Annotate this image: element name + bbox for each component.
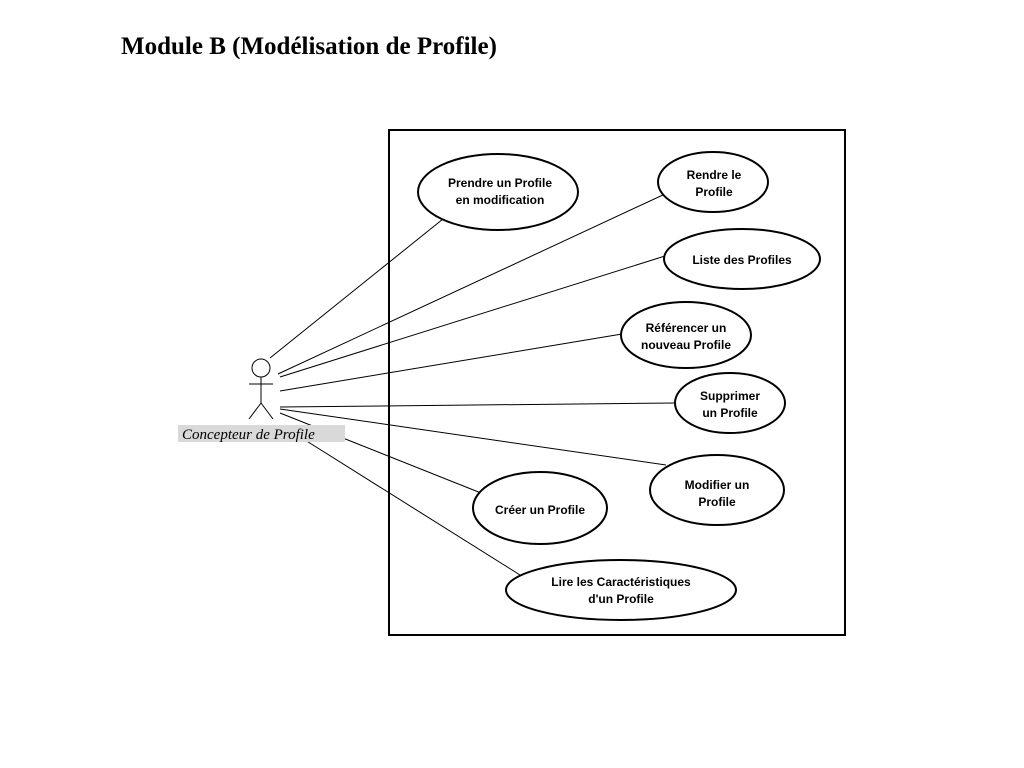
use-case-modifier-line-1: Modifier un: [685, 478, 750, 492]
page-title: Module B (Modélisation de Profile): [121, 33, 497, 60]
use-case-lire: Lire les Caractéristiques d'un Profile: [505, 559, 737, 621]
use-case-supprimer-line-2: un Profile: [702, 406, 758, 420]
use-case-modifier-line-2: Profile: [698, 495, 736, 509]
association-supprimer: [279, 402, 676, 408]
use-case-referencer-line-1: Référencer un: [646, 321, 727, 335]
association-liste: [279, 255, 666, 378]
use-case-referencer-line-2: nouveau Profile: [641, 338, 731, 352]
use-case-supprimer-line-1: Supprimer: [700, 389, 760, 403]
actor-label: Concepteur de Profile: [182, 427, 315, 443]
use-case-rendre-line-1: Rendre le: [687, 168, 742, 182]
use-case-prendre-line-1: Prendre un Profile: [448, 176, 552, 190]
actor-figure: [248, 358, 274, 420]
use-case-liste-line-1: Liste des Profiles: [692, 253, 792, 267]
use-case-referencer: Référencer un nouveau Profile: [620, 301, 752, 369]
use-case-rendre: Rendre le Profile: [657, 151, 769, 213]
association-modifier: [279, 408, 667, 466]
associations: [269, 193, 676, 576]
use-case-liste: Liste des Profiles: [663, 228, 821, 290]
use-case-prendre: Prendre un Profile en modification: [417, 153, 579, 231]
use-case-lire-line-2: d'un Profile: [588, 592, 654, 606]
association-referencer: [279, 333, 623, 392]
use-case-lire-line-1: Lire les Caractéristiques: [551, 575, 691, 589]
use-case-creer: Créer un Profile: [472, 471, 608, 545]
actor-label-bg: [178, 425, 345, 442]
association-prendre: [269, 218, 444, 359]
use-case-modifier: Modifier un Profile: [649, 454, 785, 526]
use-case-creer-line-1: Créer un Profile: [495, 503, 585, 517]
association-lire: [304, 439, 521, 576]
association-rendre: [277, 193, 666, 375]
system-boundary: [388, 129, 846, 636]
use-case-rendre-line-2: Profile: [695, 185, 733, 199]
use-case-prendre-line-2: en modification: [456, 193, 545, 207]
use-case-supprimer: Supprimer un Profile: [674, 372, 786, 434]
